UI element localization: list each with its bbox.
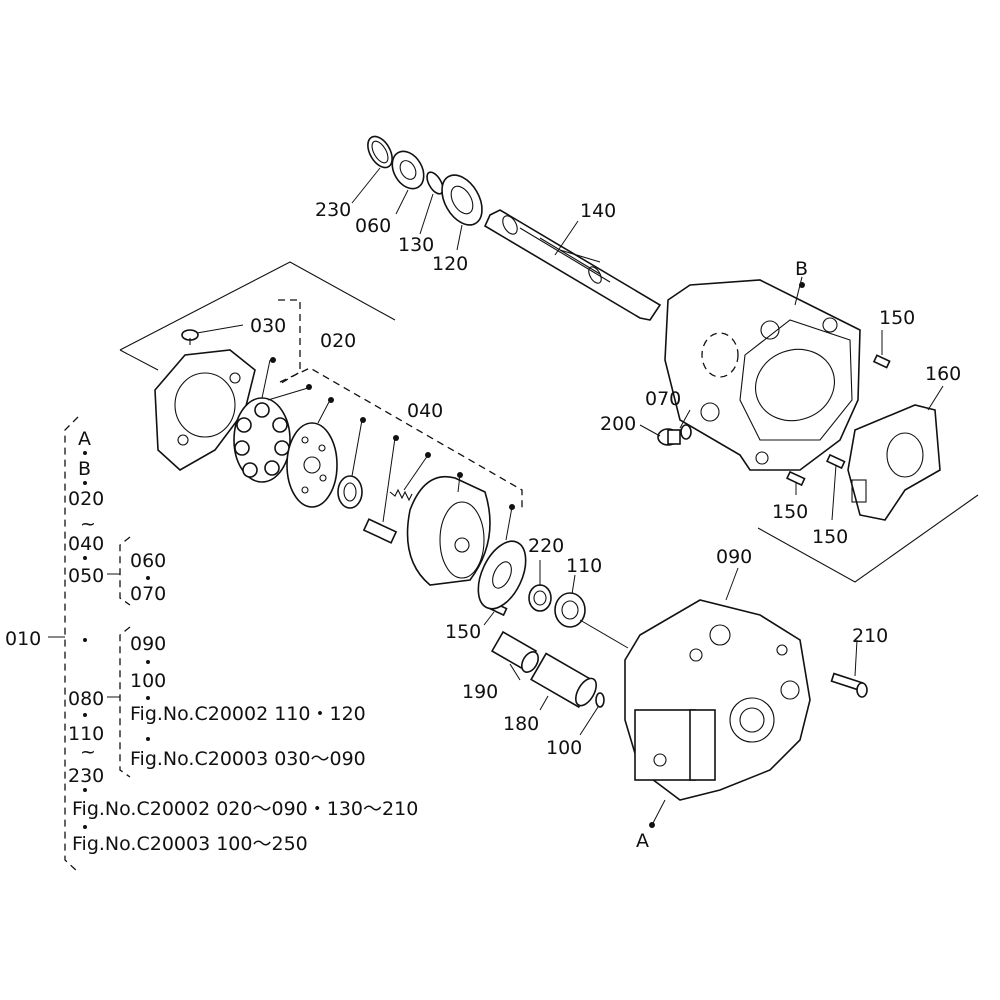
- label-100: 100: [546, 737, 582, 759]
- pump-housing-a: [624, 599, 811, 801]
- pump-housing-b: [664, 279, 861, 471]
- label-120: 120: [432, 253, 468, 275]
- port-plate-160: [847, 404, 941, 521]
- plane-line-b: [757, 494, 979, 583]
- tree-100: 100: [130, 670, 166, 692]
- bearing-120: [441, 174, 483, 226]
- label-140: 140: [580, 200, 616, 222]
- bracket-040: [279, 367, 523, 510]
- tree-060: 060: [130, 550, 166, 572]
- sleeve-190: [490, 630, 539, 673]
- tree-080: 080: [68, 688, 104, 710]
- shaft-140: [483, 209, 662, 321]
- plug-200: [657, 424, 692, 446]
- tree-040: 040: [68, 533, 104, 555]
- label-220: 220: [528, 535, 564, 557]
- tree-ref-3: Fig.No.C20002 020〜090・130〜210: [72, 798, 418, 820]
- bracket-020: [277, 299, 301, 386]
- snap-ring-130: [426, 171, 444, 195]
- label-040: 040: [407, 400, 443, 422]
- o-ring-100: [595, 692, 605, 708]
- label-070: 070: [645, 388, 681, 410]
- snap-ring-230: [367, 135, 393, 169]
- label-160: 160: [925, 363, 961, 385]
- tree-050: 050: [68, 565, 104, 587]
- assembly-tree: 010 A B 020 ~ 040 050 060 070 090 100 Fi…: [5, 416, 418, 873]
- label-190: 190: [462, 681, 498, 703]
- bushing-220: [528, 584, 552, 612]
- tree-ref-1: Fig.No.C20002 110・120: [130, 703, 366, 725]
- tree-110: 110: [68, 723, 104, 745]
- label-200: 200: [600, 413, 636, 435]
- reference-dots: [270, 282, 805, 828]
- tree-root-010: 010: [5, 628, 41, 650]
- piston-set: [233, 397, 291, 483]
- label-230: 230: [315, 199, 351, 221]
- spring: [389, 488, 413, 502]
- label-060: 060: [355, 215, 391, 237]
- label-090: 090: [716, 546, 752, 568]
- screw-030: [181, 329, 199, 345]
- tree-230: 230: [68, 765, 104, 787]
- label-020: 020: [320, 330, 356, 352]
- tree-090: 090: [130, 633, 166, 655]
- tree-b: B: [78, 458, 91, 480]
- bolt-210: [830, 672, 868, 698]
- label-030: 030: [250, 315, 286, 337]
- label-130: 130: [398, 234, 434, 256]
- label-b: B: [795, 258, 808, 280]
- valve-plate: [477, 540, 527, 610]
- label-180: 180: [503, 713, 539, 735]
- tree-070: 070: [130, 583, 166, 605]
- label-150-d: 150: [445, 621, 481, 643]
- tree-tilde-2: ~: [80, 741, 96, 763]
- tree-tilde-1: ~: [80, 513, 96, 535]
- leader-lines: [196, 167, 944, 826]
- bearing-110: [554, 592, 586, 628]
- retainer-plate: [286, 422, 338, 508]
- part-labels: 230 060 130 120 140 B 150 160 070 200 15…: [250, 199, 961, 852]
- piston-180: [530, 652, 598, 709]
- tree-ref-4: Fig.No.C20003 100〜250: [72, 833, 308, 855]
- spring-pin: [362, 518, 398, 544]
- label-150-b: 150: [772, 501, 808, 523]
- label-110: 110: [566, 555, 602, 577]
- label-150-c: 150: [812, 526, 848, 548]
- cylinder-block: [406, 476, 491, 586]
- tree-a: A: [78, 428, 91, 450]
- plane-line-020: [119, 261, 396, 351]
- seal-060: [391, 150, 425, 190]
- tree-ref-2: Fig.No.C20003 030〜090: [130, 748, 366, 770]
- tree-020: 020: [68, 488, 104, 510]
- label-150-a: 150: [879, 307, 915, 329]
- spherical-bushing: [337, 475, 363, 509]
- label-210: 210: [852, 625, 888, 647]
- label-a: A: [636, 830, 649, 852]
